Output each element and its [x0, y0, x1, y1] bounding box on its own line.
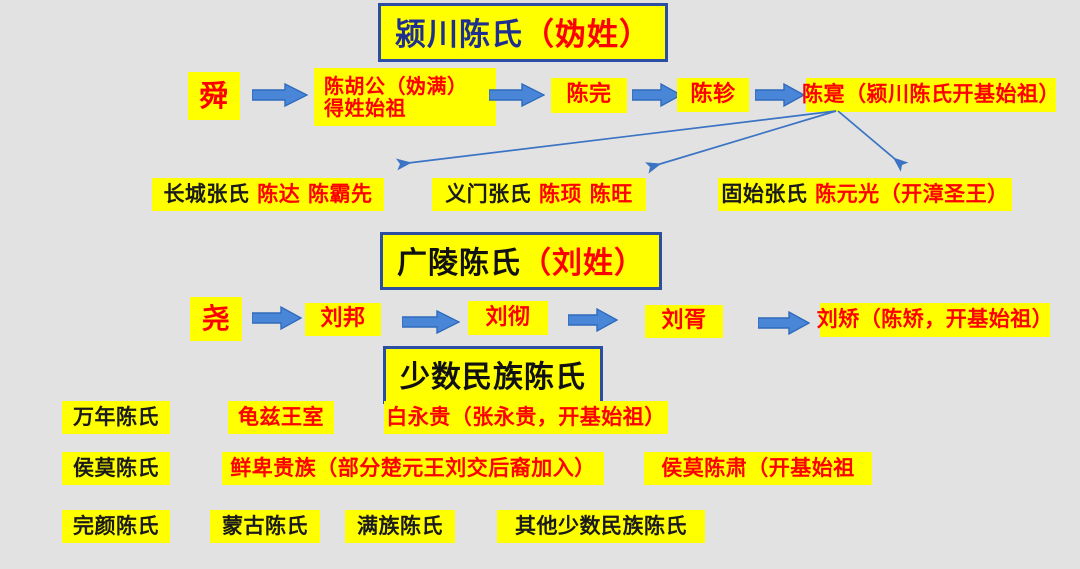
- branch-yimen: 义门张氏 陈顼 陈旺: [432, 178, 646, 211]
- node-chenwan: 陈完: [551, 78, 627, 113]
- node-liujiao: 刘矫（陈矫，开基始祖）: [817, 303, 1053, 337]
- right-arrow-icon: [755, 82, 805, 108]
- minority-item-houmochen: 侯莫陈氏: [62, 452, 170, 485]
- branch-names: 陈达 陈霸先: [257, 181, 373, 206]
- branch-gushi: 固始张氏 陈元光（开漳圣王）: [718, 178, 1012, 211]
- branch-prefix: 义门张氏: [445, 181, 532, 206]
- node-label-line1: 陈胡公（妫满）: [324, 73, 468, 98]
- minority-item-wannian: 万年陈氏: [62, 401, 170, 434]
- section-title-yingchuan: 颍川陈氏（妫姓）: [378, 3, 668, 62]
- minority-item-xianbei: 鲜卑贵族（部分楚元王刘交后裔加入）: [222, 452, 604, 485]
- diagonal-arrow-icon: [837, 110, 909, 172]
- minority-item-houmochensu: 侯莫陈肃（开基始祖: [644, 452, 872, 485]
- node-label-line2: 得姓始祖: [324, 96, 406, 120]
- node-liubang: 刘邦: [305, 303, 381, 336]
- node-label: 尧: [201, 302, 231, 336]
- item-label: 侯莫陈肃（开基始祖: [661, 455, 855, 480]
- right-arrow-icon: [252, 305, 302, 331]
- node-liuche: 刘彻: [468, 301, 548, 335]
- right-arrow-icon: [758, 310, 810, 336]
- item-label: 鲜卑贵族（部分楚元王刘交后裔加入）: [230, 455, 596, 480]
- right-arrow-icon: [632, 82, 682, 108]
- right-arrow-icon: [568, 307, 618, 333]
- minority-item-wanyan: 完颜陈氏: [62, 510, 170, 543]
- item-label: 万年陈氏: [73, 404, 159, 429]
- node-chenshi: 陈寔（颍川陈氏开基始祖）: [802, 78, 1060, 112]
- minority-item-manzu: 满族陈氏: [345, 510, 455, 543]
- minority-item-baiyonggui: 白永贵（张永贵，开基始祖）: [384, 401, 668, 434]
- minority-item-menggu: 蒙古陈氏: [210, 510, 320, 543]
- branch-prefix: 固始张氏: [721, 181, 808, 206]
- item-label: 龟兹王室: [238, 404, 324, 429]
- node-chenhugong: 陈胡公（妫满） 得姓始祖: [314, 68, 496, 126]
- item-label: 其他少数民族陈氏: [515, 513, 687, 538]
- minority-item-qita: 其他少数民族陈氏: [497, 510, 705, 543]
- right-arrow-icon: [252, 82, 308, 108]
- item-label: 完颜陈氏: [73, 513, 159, 538]
- branch-names: 陈顼 陈旺: [539, 181, 633, 206]
- title-main-text: 颍川陈氏: [395, 17, 523, 53]
- node-chenzhen: 陈轸: [677, 78, 749, 112]
- branch-names: 陈元光（开漳圣王）: [815, 181, 1009, 206]
- minority-item-qiuci: 龟兹王室: [228, 401, 334, 434]
- fanout-arrows-group: [395, 110, 909, 174]
- node-label: 刘胥: [661, 308, 707, 334]
- node-label: 刘矫（陈矫，开基始祖）: [816, 307, 1054, 332]
- right-arrow-icon: [489, 82, 545, 108]
- right-arrow-icon: [402, 309, 460, 335]
- item-label: 蒙古陈氏: [222, 513, 308, 538]
- node-shun: 舜: [188, 72, 240, 120]
- node-label: 陈寔（颍川陈氏开基始祖）: [802, 82, 1060, 107]
- branch-prefix: 长城张氏: [163, 181, 250, 206]
- item-label: 白永贵（张永贵，开基始祖）: [386, 404, 666, 429]
- node-label: 刘彻: [485, 304, 531, 330]
- section-title-guangling: 广陵陈氏（刘姓）: [380, 232, 662, 290]
- title-main-text: 少数民族陈氏: [400, 360, 586, 395]
- diagonal-arrow-icon: [395, 110, 837, 171]
- item-label: 侯莫陈氏: [73, 455, 159, 480]
- diagonal-arrow-icon: [645, 110, 837, 174]
- section-title-minority: 少数民族陈氏: [383, 346, 603, 404]
- title-main-text: 广陵陈氏: [397, 246, 521, 281]
- branch-changcheng: 长城张氏 陈达 陈霸先: [152, 178, 384, 211]
- node-label: 刘邦: [320, 306, 366, 332]
- node-liuxu: 刘胥: [645, 305, 723, 338]
- node-label: 陈完: [566, 82, 612, 108]
- node-yao: 尧: [190, 297, 242, 341]
- title-paren-text: （妫姓）: [523, 17, 651, 53]
- node-label: 舜: [199, 78, 229, 113]
- item-label: 满族陈氏: [357, 513, 443, 538]
- title-paren-text: （刘姓）: [521, 246, 645, 281]
- node-label: 陈轸: [690, 81, 736, 107]
